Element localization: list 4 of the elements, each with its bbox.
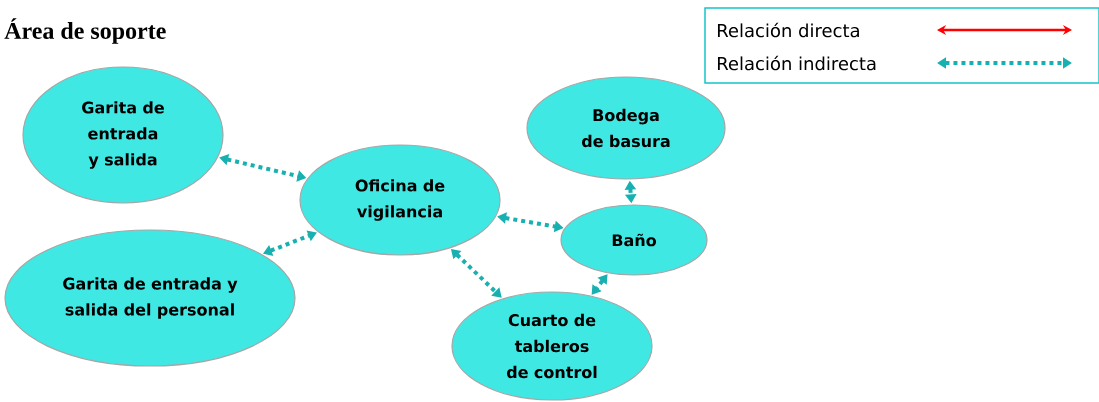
arrow [591, 274, 608, 295]
legend-label: Relación directa [718, 22, 859, 38]
legend-label: Relación indirecta [718, 55, 876, 71]
title: Área de soporte [4, 18, 166, 44]
